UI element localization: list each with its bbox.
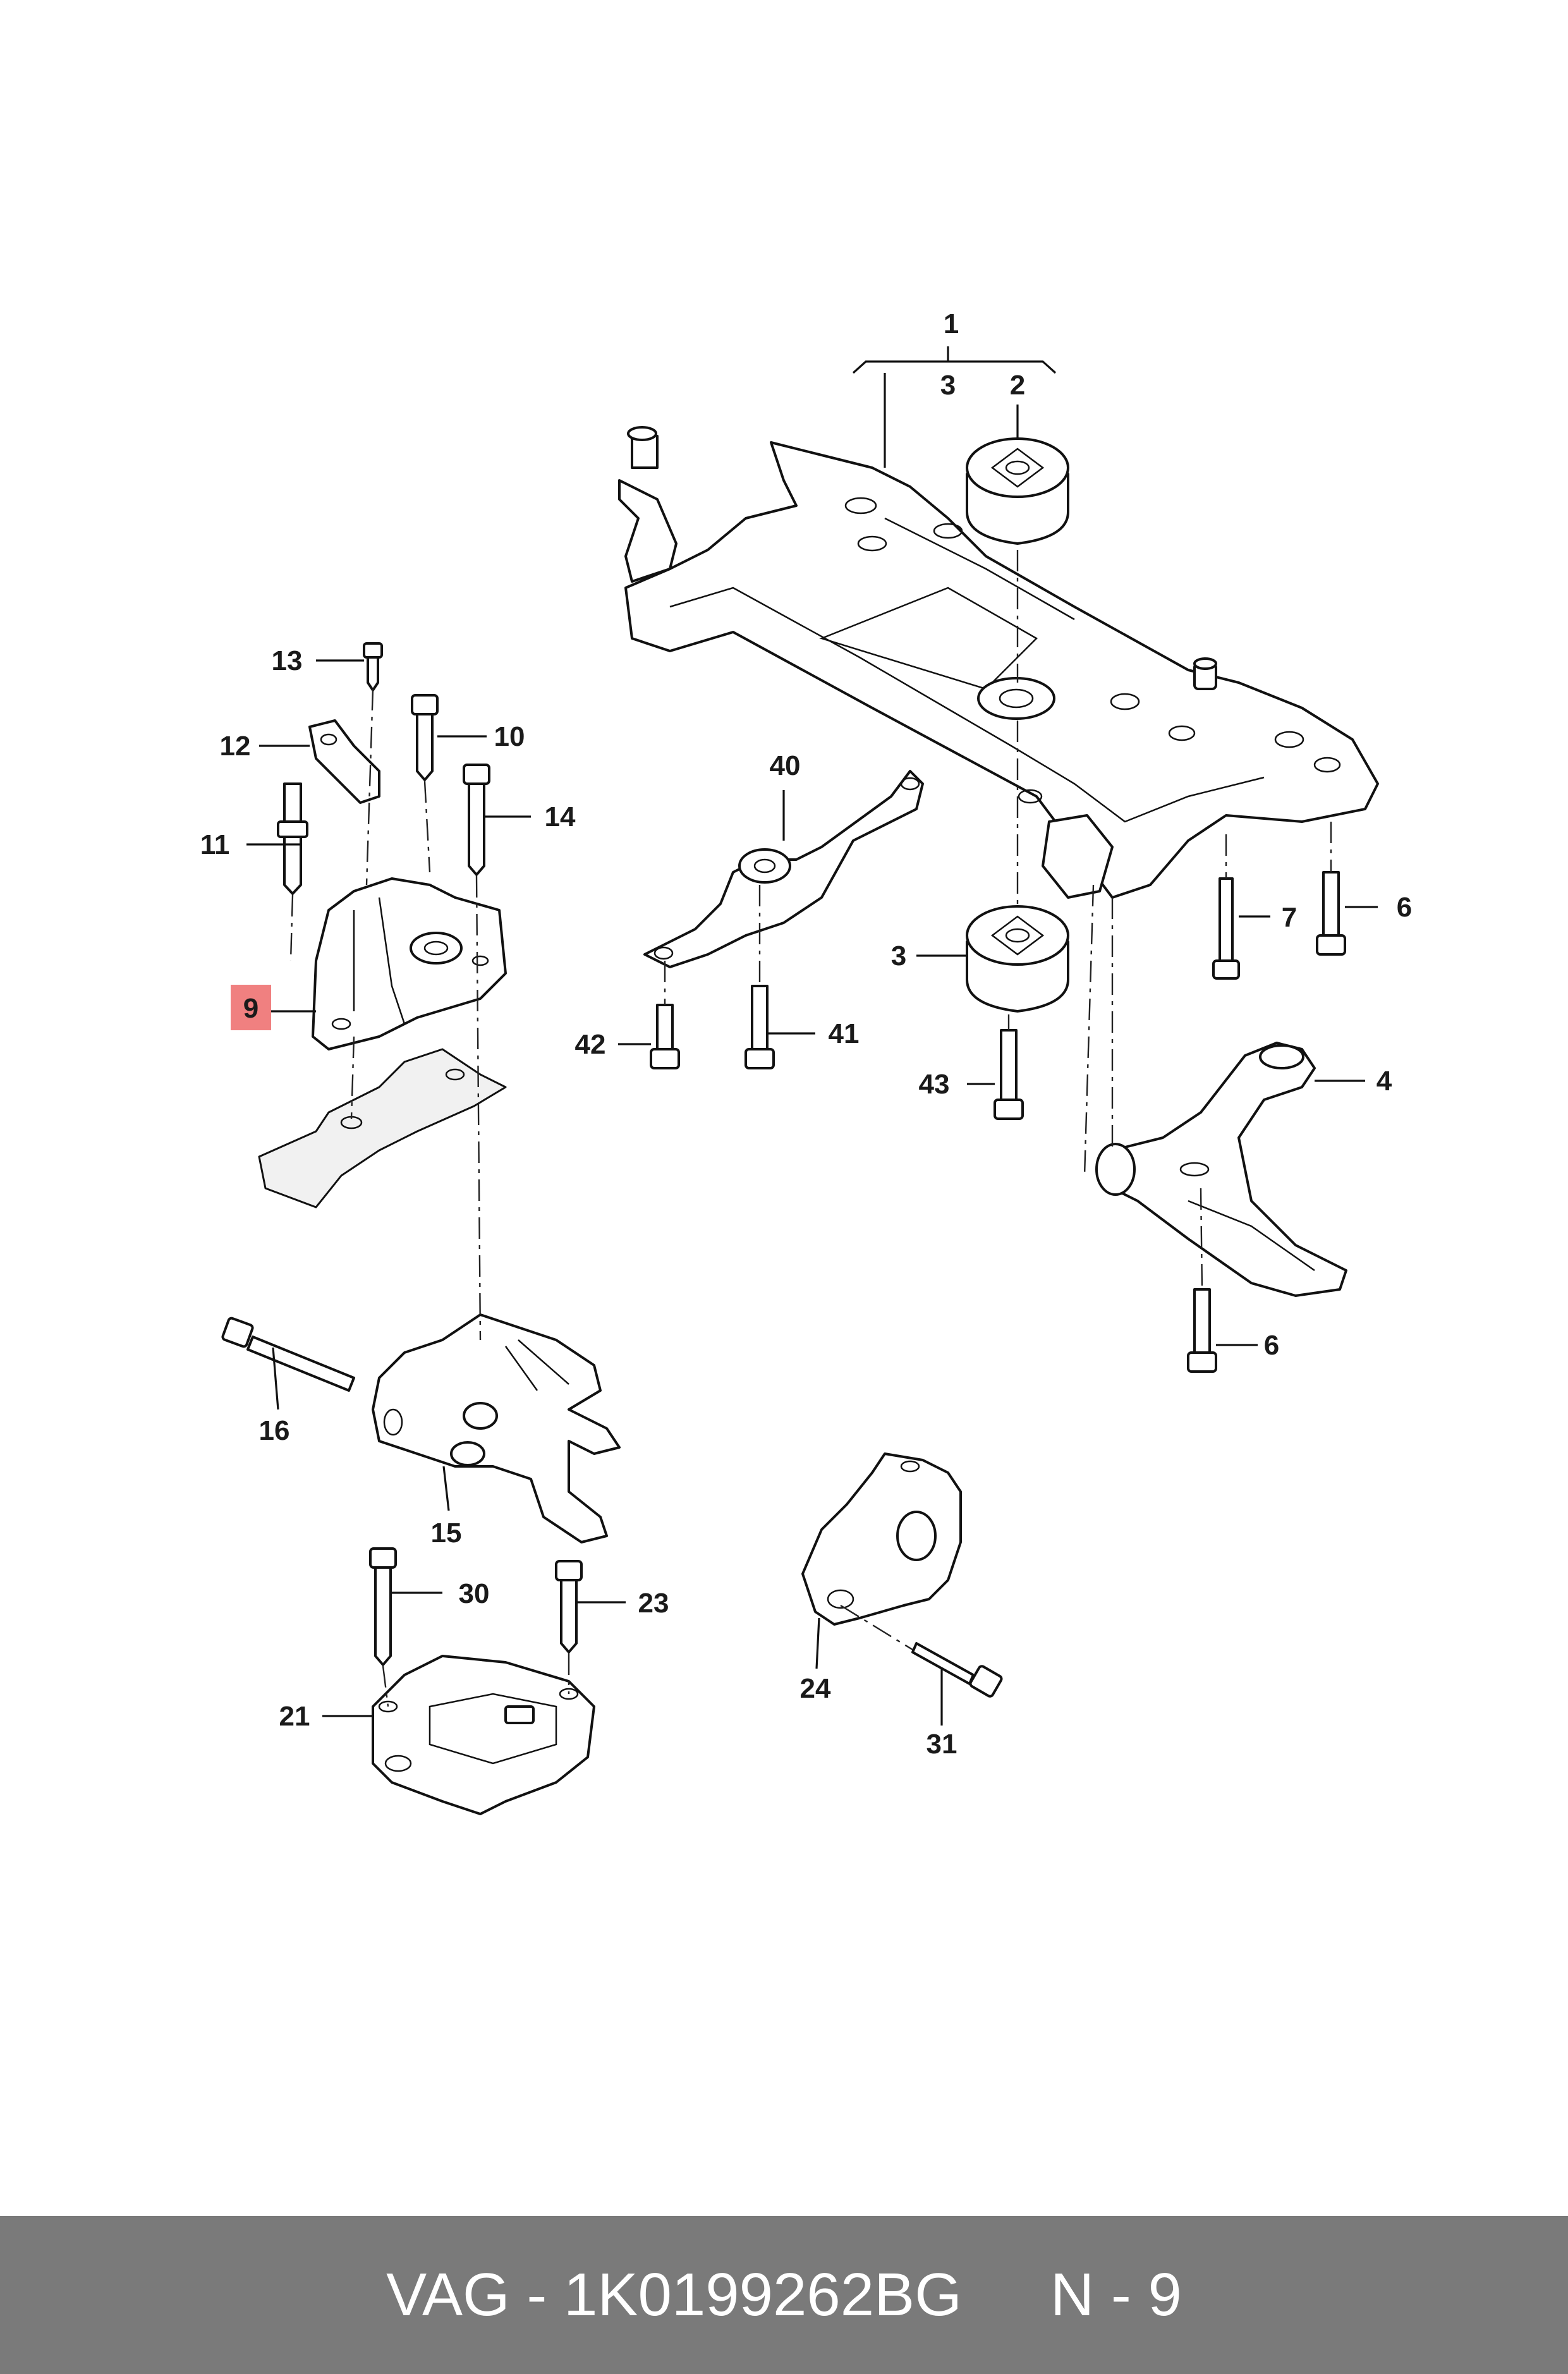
mount-bracket <box>258 1048 507 1208</box>
callout-11: 11 <box>200 829 230 860</box>
callout-13: 13 <box>272 645 303 676</box>
callout-24: 24 <box>800 1673 831 1704</box>
callout-1: 1 <box>944 308 959 339</box>
callout-7: 7 <box>1282 902 1297 933</box>
callout-3-lower: 3 <box>891 940 906 971</box>
assembly-lines <box>289 550 1332 1707</box>
callout-10: 10 <box>494 721 525 752</box>
torque-rod <box>643 770 924 968</box>
callout-3-top: 3 <box>940 370 956 401</box>
transmission-mount <box>372 1655 595 1815</box>
engine-mount <box>312 877 507 1050</box>
callout-40: 40 <box>770 750 801 781</box>
bushing-lower <box>966 905 1069 1013</box>
leader-lines <box>246 346 1378 1726</box>
callout-6-upper: 6 <box>1397 892 1412 923</box>
callout-6-lower: 6 <box>1264 1330 1279 1361</box>
callout-41: 41 <box>829 1018 860 1049</box>
bushing-upper <box>966 437 1069 545</box>
callout-14: 14 <box>545 801 576 832</box>
callout-23: 23 <box>638 1588 669 1619</box>
callout-4: 4 <box>1377 1066 1392 1097</box>
callout-21: 21 <box>279 1701 310 1732</box>
rear-mount <box>801 1452 962 1626</box>
bolts <box>221 642 1346 1698</box>
callout-43: 43 <box>919 1069 950 1100</box>
position-label: N - 9 <box>1050 2261 1182 2328</box>
control-arm <box>1095 1042 1347 1297</box>
callout-31: 31 <box>927 1729 957 1760</box>
highlight-box <box>231 985 271 1030</box>
callout-labels: 1 3 2 3 4 6 7 6 40 41 42 43 9 10 11 12 1… <box>200 308 1413 1760</box>
footer-bar: VAG - 1K0199262BG N - 9 <box>0 2216 1568 2374</box>
callout-30: 30 <box>459 1578 490 1609</box>
gearbox-mount <box>372 1313 621 1543</box>
callout-16: 16 <box>259 1415 290 1446</box>
subframe <box>618 426 1379 899</box>
callout-42: 42 <box>575 1029 606 1060</box>
callout-9: 9 <box>243 993 258 1024</box>
callout-2: 2 <box>1010 370 1025 401</box>
exploded-parts-diagram: 1 3 2 3 4 6 7 6 40 41 42 43 9 10 11 12 1… <box>200 308 1413 1815</box>
callout-15: 15 <box>431 1518 462 1549</box>
part-number: VAG - 1K0199262BG <box>386 2261 962 2328</box>
callout-12: 12 <box>220 731 251 762</box>
